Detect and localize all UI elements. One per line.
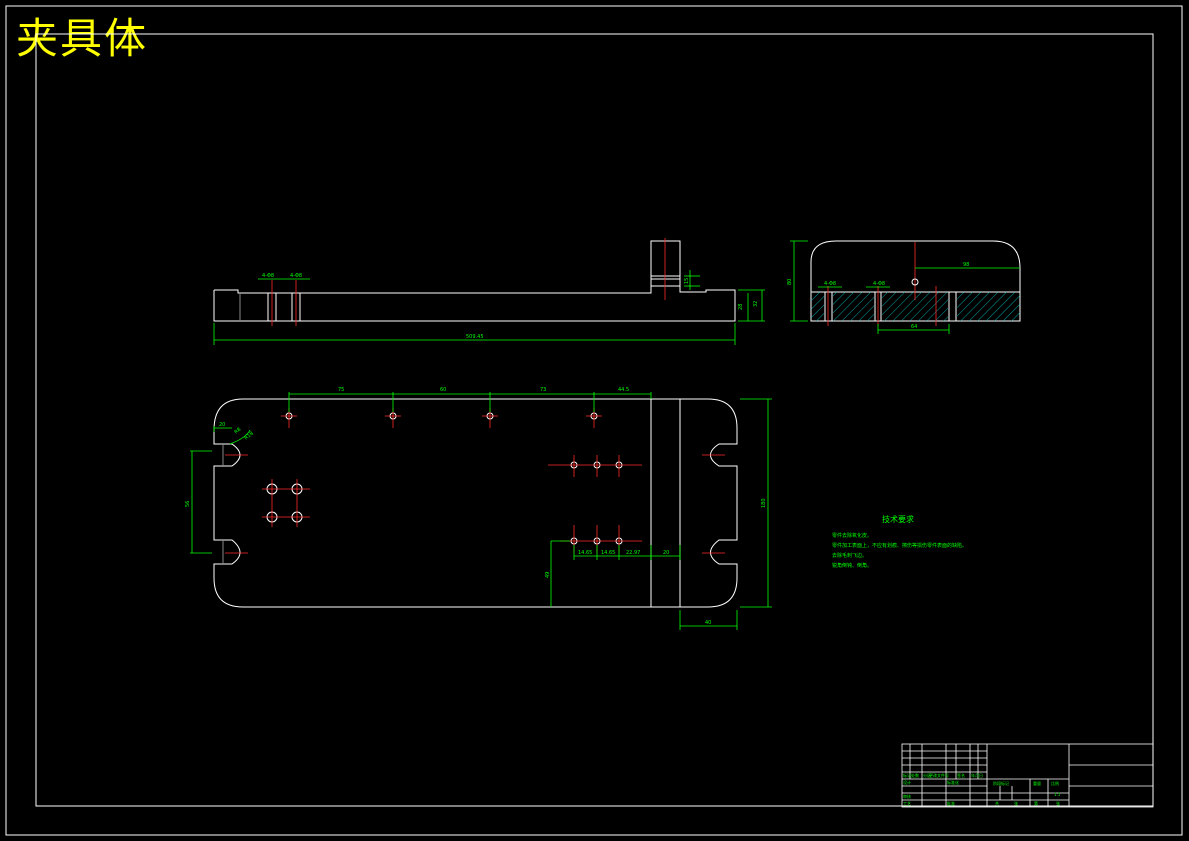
dim-left-height: 56 xyxy=(185,501,191,507)
side-view-centerlines xyxy=(827,242,937,326)
dim-lower-height: 49 xyxy=(545,572,551,578)
dim-side-width: 98 xyxy=(963,262,969,268)
dim-lower-1: 14.65 xyxy=(578,550,592,556)
dim-lower-4: 20 xyxy=(663,550,669,556)
tb-scale-value: 1:1 xyxy=(1054,792,1061,797)
top-view-dims xyxy=(190,392,772,630)
tech-requirement-line: 去除毛刺飞边。 xyxy=(832,553,868,559)
tb-sheet-unit-a: 张 xyxy=(1014,800,1018,806)
top-view-holes xyxy=(266,412,623,545)
dim-corner: 20 xyxy=(219,422,225,428)
tb-sheet-total: 共 xyxy=(995,800,999,806)
front-view-dims xyxy=(213,270,765,345)
tech-requirements-heading: 技术要求 xyxy=(882,515,914,524)
side-view-hatching xyxy=(811,292,1020,321)
dim-front-height-b: 32 xyxy=(753,301,759,307)
dim-lower-2: 14.65 xyxy=(601,550,615,556)
tech-requirement-line: 锐角倒钝、倒角。 xyxy=(832,563,873,569)
outer-frame xyxy=(5,5,1183,836)
drawing-title: 夹具体 xyxy=(16,14,149,63)
tb-label-process: 工艺 xyxy=(903,801,911,806)
dim-side-hole-b: 4-Φ8 xyxy=(873,281,885,287)
dim-side-bottom: 64 xyxy=(911,324,917,330)
tb-label-change-doc: 更改文件号 xyxy=(929,772,949,778)
tb-sheet-unit-b: 张 xyxy=(1056,800,1060,806)
tb-label-approve: 批准 xyxy=(947,800,955,806)
tb-label-design: 设计 xyxy=(903,779,911,785)
dim-front-height-a: 28 xyxy=(738,304,744,310)
top-view-centerlines xyxy=(225,408,725,554)
dim-slot: 15 xyxy=(684,278,690,284)
dim-side-hole-a: 4-Φ8 xyxy=(824,281,836,287)
tech-requirement-line: 零件加工表面上，不应有划痕、擦伤等损伤零件表面的缺陷。 xyxy=(832,543,968,549)
tb-sheet-no: 第 xyxy=(1034,800,1038,806)
tb-label-scale: 比例 xyxy=(1051,780,1059,786)
tech-requirement-line: 零件去除氧化皮。 xyxy=(832,533,873,539)
dim-radius-b: R18 xyxy=(243,431,254,442)
side-view-dims xyxy=(790,240,1020,334)
dim-lower-3: 22.97 xyxy=(626,550,640,556)
tb-label-review: 审核 xyxy=(903,793,911,799)
dim-top-4: 44.5 xyxy=(618,387,629,393)
tb-label-sign: 签名 xyxy=(957,772,965,778)
dim-top-3: 73 xyxy=(540,387,546,393)
tb-label-mark: 标记 xyxy=(903,772,911,778)
side-view-hole xyxy=(911,278,919,286)
front-view xyxy=(213,240,736,322)
tb-label-zone: 分区 xyxy=(923,772,931,778)
top-view xyxy=(213,398,738,608)
front-view-centerlines xyxy=(271,238,666,326)
tb-label-count: 处数 xyxy=(911,772,919,778)
tb-label-stage: 阶段标记 xyxy=(993,780,1009,786)
tb-label-standard: 标准化 xyxy=(947,779,959,785)
title-block xyxy=(901,743,1154,808)
inner-frame xyxy=(35,33,1154,807)
tb-label-date: 年月日 xyxy=(971,772,983,778)
dim-top-1: 75 xyxy=(338,387,344,393)
tech-requirements: 技术要求 零件去除氧化皮。 零件加工表面上，不应有划痕、擦伤等损伤零件表面的缺陷… xyxy=(832,514,967,571)
dim-hole-a: 4-Φ8 xyxy=(262,273,274,279)
dim-overall-length: 509.45 xyxy=(466,334,484,340)
dim-radius-a: R8 xyxy=(233,427,242,436)
tb-label-weight: 重量 xyxy=(1033,780,1041,786)
dim-width-right: 180 xyxy=(761,498,767,508)
dim-bottom-right: 40 xyxy=(705,620,711,626)
dim-hole-b: 4-Φ8 xyxy=(290,273,302,279)
dim-side-height: 80 xyxy=(787,279,793,285)
dim-top-2: 60 xyxy=(440,387,446,393)
